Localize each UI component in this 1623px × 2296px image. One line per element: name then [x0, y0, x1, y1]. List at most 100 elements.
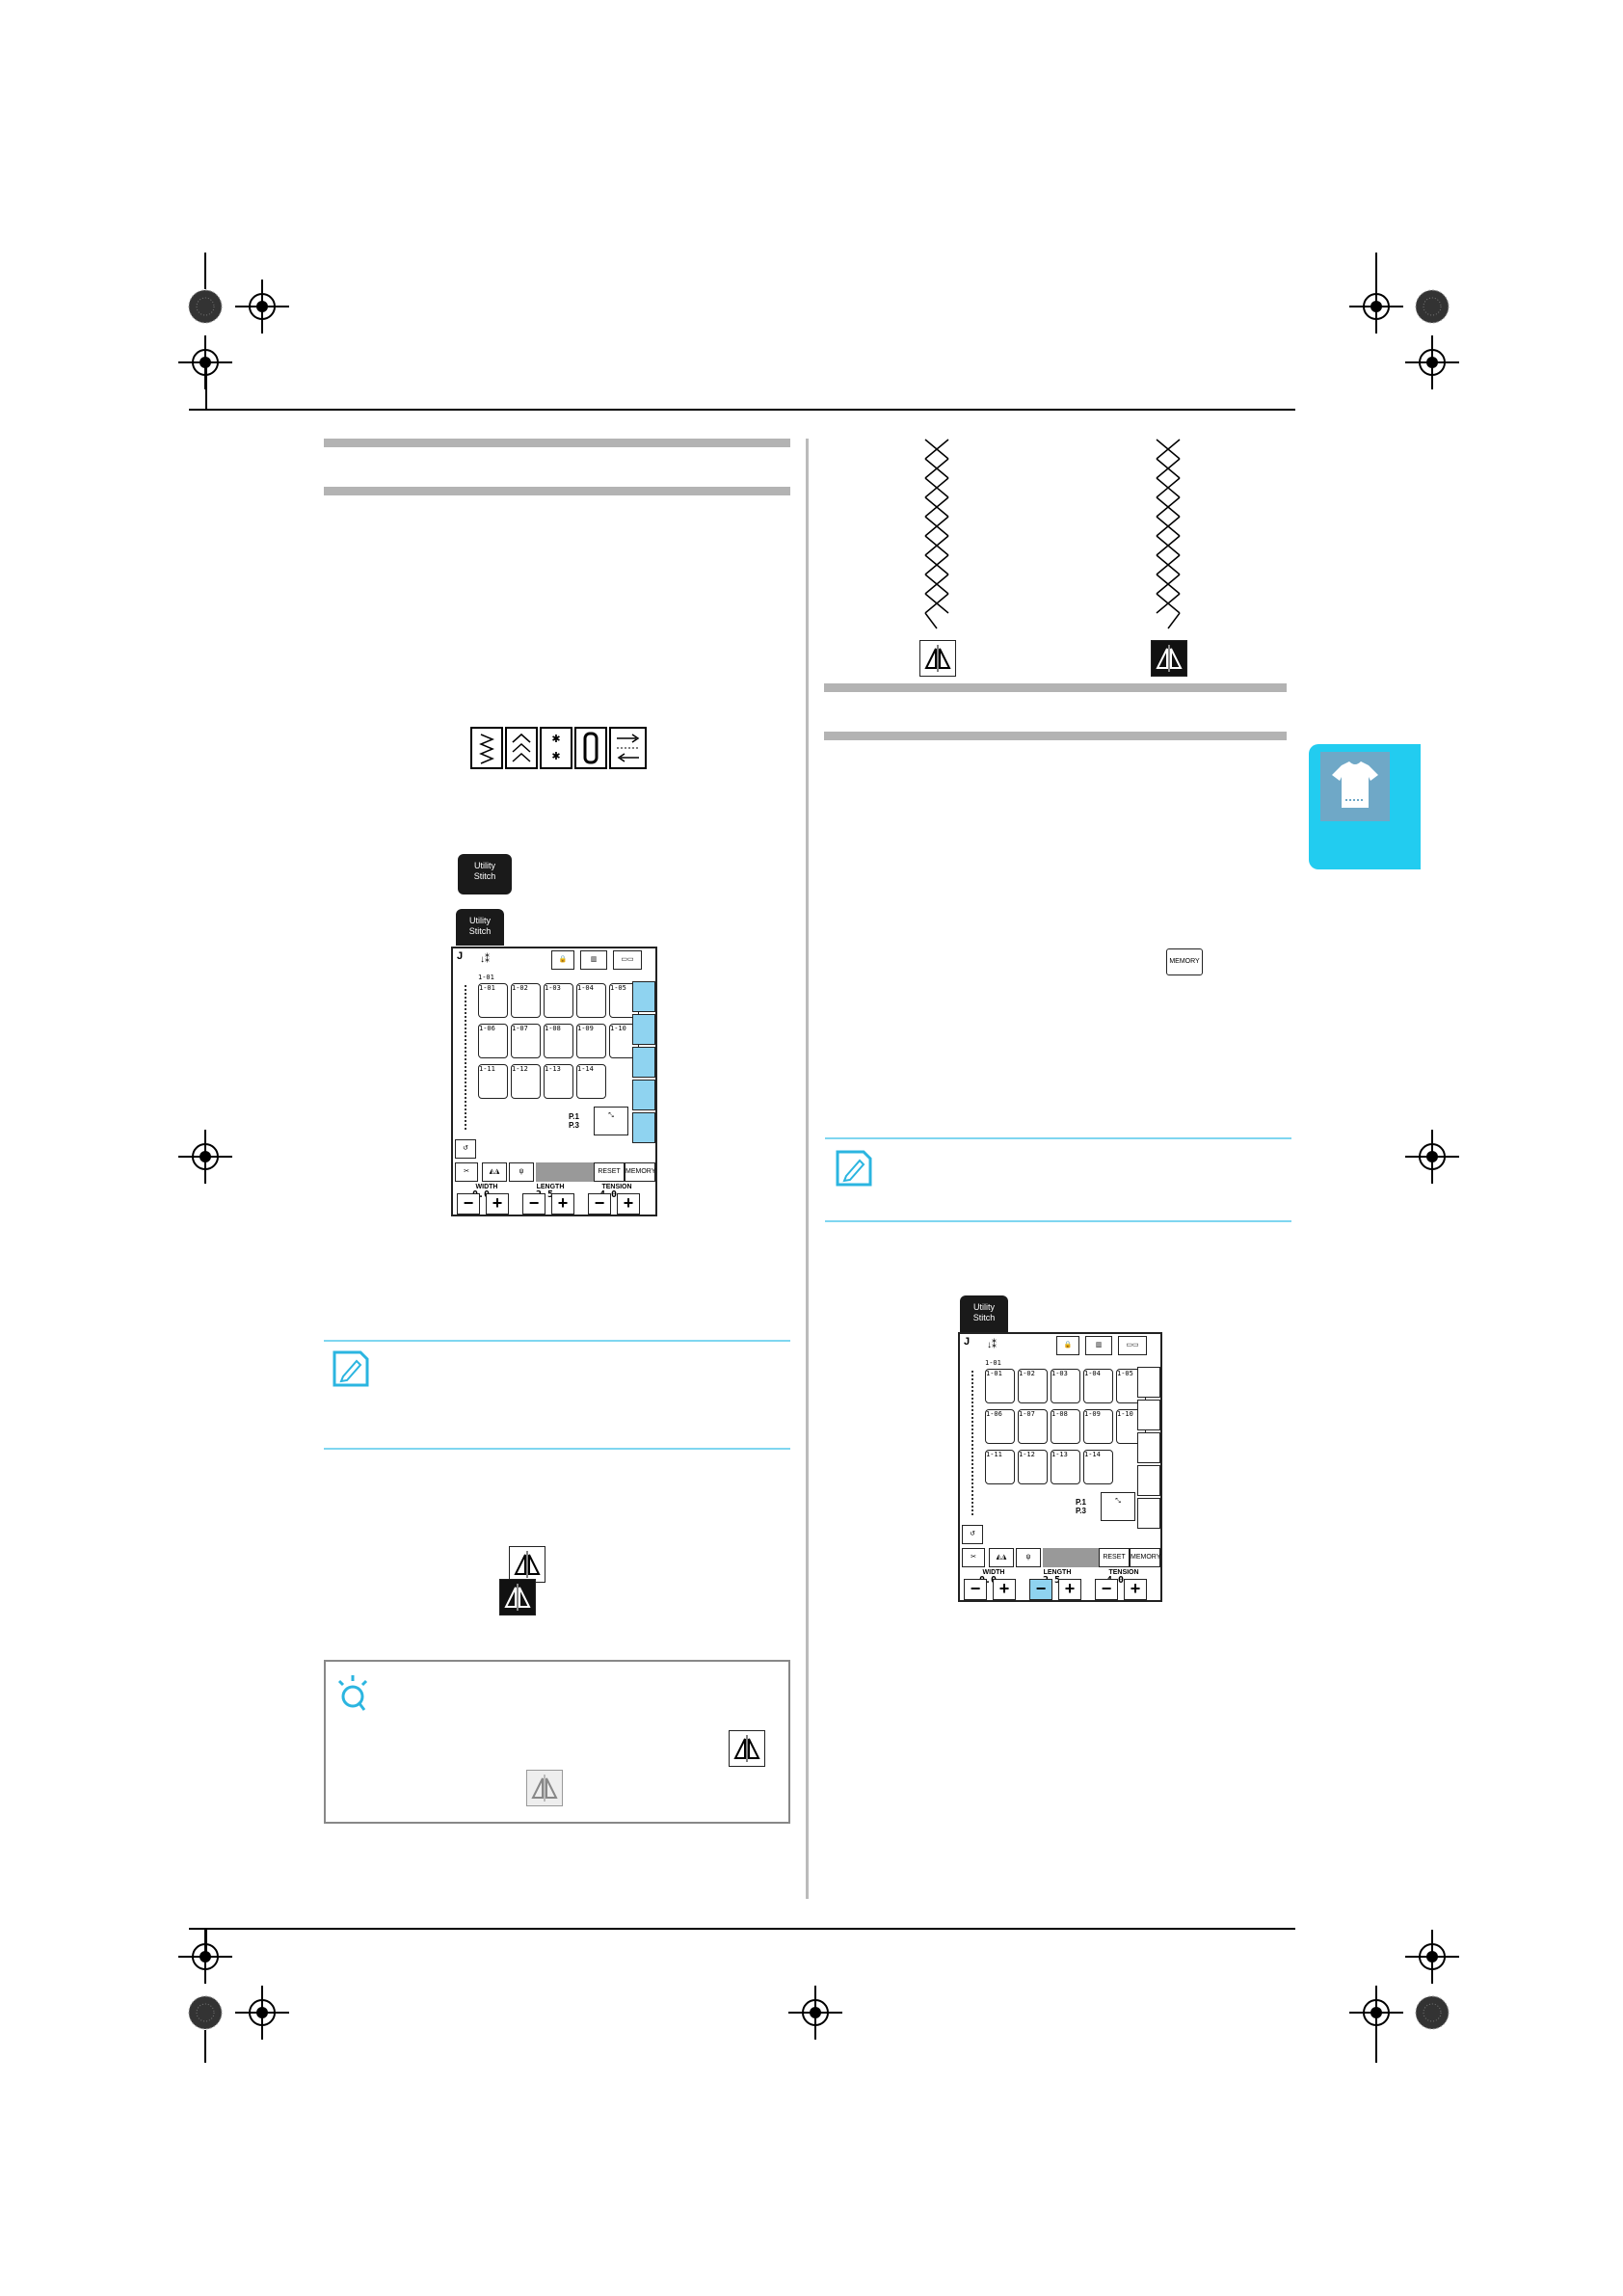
stitch-cell[interactable]: 1-07: [511, 1024, 541, 1058]
stitch-preview-line: [971, 1371, 974, 1515]
cross-stitch-normal: [923, 438, 952, 632]
length-minus-button[interactable]: −: [1029, 1579, 1052, 1600]
utility-stitch-tab[interactable]: Utility Stitch: [456, 909, 504, 946]
mirror-image-icon[interactable]: [509, 1546, 545, 1583]
width-label: WIDTH: [982, 1569, 1005, 1576]
length-plus-button[interactable]: +: [551, 1193, 574, 1215]
bobbin-icon[interactable]: ▥: [1085, 1336, 1112, 1355]
width-minus-button[interactable]: −: [964, 1579, 987, 1600]
category-tab-buttonhole[interactable]: [1137, 1465, 1160, 1496]
page-indicator: P.1 P.3: [569, 1112, 579, 1130]
twin-needle-button[interactable]: ψ: [509, 1162, 534, 1182]
shirt-tab-icon: [1320, 752, 1390, 821]
width-value: 0.0: [979, 1575, 998, 1586]
stitch-cell[interactable]: 1-04: [576, 983, 606, 1018]
reverse-button[interactable]: ↺: [962, 1525, 983, 1544]
page-indicator: P.1 P.3: [1076, 1498, 1086, 1515]
reset-button[interactable]: RESET: [1099, 1548, 1130, 1567]
footer-rule: [189, 1928, 1295, 1930]
left-margin-line: [205, 362, 207, 409]
memory-button[interactable]: MEMORY: [625, 1162, 655, 1182]
memo-bottom-rule-right: [825, 1220, 1291, 1222]
reverse-button[interactable]: ↺: [455, 1139, 476, 1159]
reset-button[interactable]: RESET: [594, 1162, 625, 1182]
stitch-cell[interactable]: 1-09: [576, 1024, 606, 1058]
width-plus-button[interactable]: +: [993, 1579, 1016, 1600]
section-bar-right-top: [824, 683, 1287, 692]
stitch-cell[interactable]: 1-14: [1083, 1450, 1113, 1484]
cross-stitch-mirrored: [1155, 438, 1184, 632]
tension-plus-button[interactable]: +: [1124, 1579, 1147, 1600]
tension-minus-button[interactable]: −: [1095, 1579, 1118, 1600]
category-tab-buttonhole[interactable]: [632, 1080, 655, 1110]
presser-foot-icon: J: [457, 950, 464, 962]
memory-button[interactable]: MEMORY: [1130, 1548, 1160, 1567]
stitch-cell[interactable]: 1-04: [1083, 1369, 1113, 1403]
page-arrows[interactable]: ⤡: [1101, 1492, 1135, 1521]
category-tab-straight[interactable]: [1137, 1367, 1160, 1398]
category-tab-decorative[interactable]: [632, 1047, 655, 1078]
memo-bottom-rule-left: [324, 1448, 790, 1450]
stitch-cell[interactable]: 1-03: [544, 983, 573, 1018]
tension-label: TENSION: [601, 1184, 632, 1190]
scissors-icon[interactable]: ✂: [455, 1162, 478, 1182]
utility-stitch-button[interactable]: Utility Stitch: [458, 854, 512, 894]
stitch-cell[interactable]: 1-06: [985, 1409, 1015, 1444]
needle-position-icon: ↓⁑: [987, 1340, 997, 1350]
manual-icon[interactable]: ▭▭: [1118, 1336, 1147, 1355]
utility-stitch-tab[interactable]: Utility Stitch: [960, 1295, 1008, 1332]
note-lightbulb-icon: [333, 1671, 376, 1720]
stitch-cell[interactable]: 1-11: [985, 1450, 1015, 1484]
lock-icon[interactable]: 🔒: [551, 950, 574, 970]
stitch-cell[interactable]: 1-01: [478, 983, 508, 1018]
lock-icon[interactable]: 🔒: [1056, 1336, 1079, 1355]
scissors-icon[interactable]: ✂: [962, 1548, 985, 1567]
stitch-cell[interactable]: 1-12: [1018, 1450, 1048, 1484]
memo-top-rule-right: [825, 1137, 1291, 1139]
stitch-cell[interactable]: 1-13: [1051, 1450, 1080, 1484]
memory-button[interactable]: MEMORY: [1166, 948, 1203, 975]
status-bar: [536, 1162, 594, 1182]
page-arrows[interactable]: ⤡: [594, 1107, 628, 1135]
tension-minus-button[interactable]: −: [588, 1193, 611, 1215]
stitch-cell[interactable]: 1-07: [1018, 1409, 1048, 1444]
manual-icon[interactable]: ▭▭: [613, 950, 642, 970]
category-tab-overcast[interactable]: [632, 1014, 655, 1045]
mirror-image-icon[interactable]: ◭◮: [482, 1162, 507, 1182]
stitch-cell[interactable]: 1-02: [511, 983, 541, 1018]
bobbin-icon[interactable]: ▥: [580, 950, 607, 970]
header-rule: [189, 409, 1295, 411]
stitch-cell[interactable]: 1-12: [511, 1064, 541, 1099]
stitch-cell[interactable]: 1-09: [1083, 1409, 1113, 1444]
length-plus-button[interactable]: +: [1058, 1579, 1081, 1600]
stitch-cell[interactable]: 1-08: [544, 1024, 573, 1058]
stitch-cell[interactable]: 1-01: [985, 1369, 1015, 1403]
tension-plus-button[interactable]: +: [617, 1193, 640, 1215]
memo-top-rule-left: [324, 1340, 790, 1342]
group-label: 1-01: [478, 974, 494, 981]
stitch-cell[interactable]: 1-06: [478, 1024, 508, 1058]
mirror-image-active-icon[interactable]: [499, 1579, 536, 1615]
presser-foot-icon: J: [964, 1336, 971, 1348]
status-bar: [1043, 1548, 1099, 1567]
category-tab-decorative[interactable]: [1137, 1432, 1160, 1463]
stitch-cell[interactable]: 1-14: [576, 1064, 606, 1099]
width-minus-button[interactable]: −: [457, 1193, 480, 1215]
twin-needle-button[interactable]: ψ: [1016, 1548, 1041, 1567]
section-bar-bottom: [324, 487, 790, 495]
category-tab-direction[interactable]: [632, 1112, 655, 1143]
stitch-cell[interactable]: 1-11: [478, 1064, 508, 1099]
mirror-image-disabled-icon: [526, 1770, 563, 1806]
stitch-cell[interactable]: 1-13: [544, 1064, 573, 1099]
category-tab-direction[interactable]: [1137, 1498, 1160, 1529]
stitch-cell[interactable]: 1-08: [1051, 1409, 1080, 1444]
mirror-image-icon[interactable]: [729, 1730, 765, 1767]
length-minus-button[interactable]: −: [522, 1193, 545, 1215]
stitch-cell[interactable]: 1-03: [1051, 1369, 1080, 1403]
category-tab-overcast[interactable]: [1137, 1400, 1160, 1430]
width-plus-button[interactable]: +: [486, 1193, 509, 1215]
category-tab-straight[interactable]: [632, 981, 655, 1012]
stitch-cell[interactable]: 1-02: [1018, 1369, 1048, 1403]
mirror-image-icon[interactable]: ◭◮: [989, 1548, 1014, 1567]
